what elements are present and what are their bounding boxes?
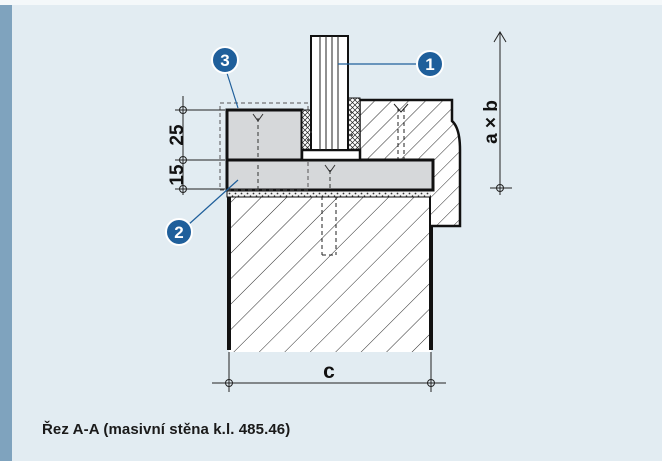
dim-25-label: 25 — [167, 124, 188, 146]
joint-profile — [300, 35, 362, 162]
wall-body — [227, 196, 433, 352]
dimension-bottom — [212, 352, 446, 392]
lintel — [225, 158, 435, 192]
callout-1: 1 — [416, 50, 444, 78]
svg-text:1: 1 — [425, 55, 434, 74]
svg-text:2: 2 — [174, 223, 183, 242]
anchor-dashed — [321, 196, 337, 256]
top-accent-stripe — [0, 0, 662, 5]
dim-axb-label: a × b — [481, 100, 502, 144]
callout-3: 3 — [211, 46, 239, 74]
frame-element — [352, 98, 462, 228]
dim-c-label: c — [323, 360, 335, 383]
left-accent-stripe — [0, 0, 12, 461]
dim-15-label: 15 — [167, 164, 188, 186]
dimension-right — [490, 31, 512, 195]
svg-text:3: 3 — [220, 51, 229, 70]
callout-2: 2 — [165, 218, 193, 246]
section-drawing: 25 15 a × b c 1 2 3 — [165, 31, 512, 392]
figure-caption: Řez A-A (masivní stěna k.l. 485.46) — [42, 421, 291, 438]
leader-lines — [187, 63, 417, 226]
dimension-left — [175, 96, 225, 195]
block-3 — [219, 102, 309, 191]
